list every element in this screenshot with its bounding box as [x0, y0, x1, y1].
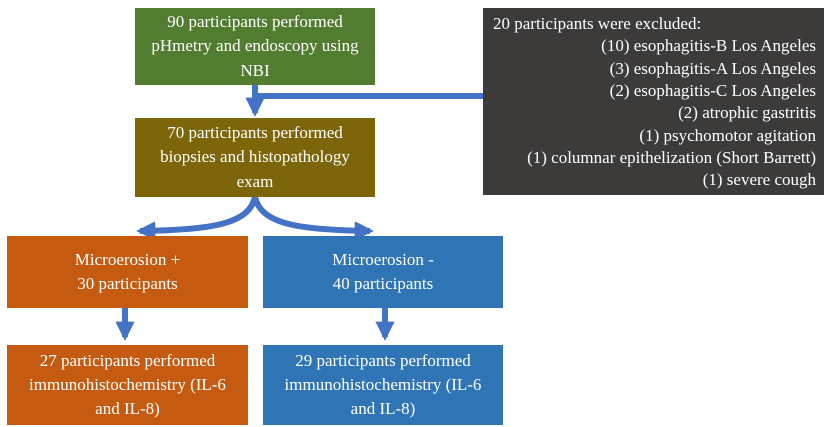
text-line: 90 participants performed: [167, 12, 343, 32]
text-line: exam: [236, 171, 274, 191]
text-line: and IL-8): [95, 399, 160, 419]
text-line: (2) atrophic gastritis: [678, 103, 816, 123]
text-line: immunohistochemistry (IL-6: [29, 374, 226, 394]
text-line: Microerosion -: [332, 249, 434, 269]
text-line: immunohistochemistry (IL-6: [284, 374, 482, 394]
text-line: and IL-8): [350, 399, 416, 419]
text-line: biopsies and histopathology: [160, 147, 350, 167]
text-line: (1) severe cough: [702, 170, 816, 190]
excluded-box: 20 participants were excluded: (10) esop…: [483, 8, 824, 195]
arrow-biopsy-to-microerosion-positive: [136, 196, 258, 241]
text-line: (1) psychomotor agitation: [639, 125, 816, 145]
text-line: 27 participants performed: [39, 350, 216, 370]
text-line: 29 participants performed: [295, 350, 471, 370]
screened-box: 90 participants performed pHmetry and end…: [135, 8, 375, 85]
text-line: (2) esophagitis-C Los Angeles: [609, 81, 816, 101]
text-line: Microerosion +: [74, 249, 181, 269]
excluded-items: (10) esophagitis-B Los Angeles(3) esopha…: [493, 35, 816, 191]
text-line: NBI: [240, 60, 270, 80]
text-line: 30 participants: [77, 274, 178, 293]
microerosion-positive-box: Microerosion + 30 participants: [7, 236, 248, 308]
text-line: (3) esophagitis-A Los Angeles: [609, 58, 816, 78]
text-line: 40 participants: [332, 274, 434, 293]
text-line: (10) esophagitis-B Los Angeles: [601, 36, 816, 56]
arrow-biopsy-to-microerosion-negative: [252, 196, 374, 241]
text-line: (1) columnar epithelization (Short Barre…: [527, 148, 816, 168]
ihc-negative-box: 29 participants performed immunohistochem…: [263, 345, 503, 425]
ihc-positive-box: 27 participants performed immunohistochem…: [7, 345, 248, 425]
text-line: pHmetry and endoscopy using: [151, 36, 359, 56]
microerosion-negative-box: Microerosion - 40 participants: [263, 236, 503, 308]
text-line: 70 participants performed: [167, 123, 343, 143]
biopsy-box: 70 participants performed biopsies and hi…: [135, 118, 375, 197]
excluded-title: 20 participants were excluded:: [493, 14, 702, 33]
